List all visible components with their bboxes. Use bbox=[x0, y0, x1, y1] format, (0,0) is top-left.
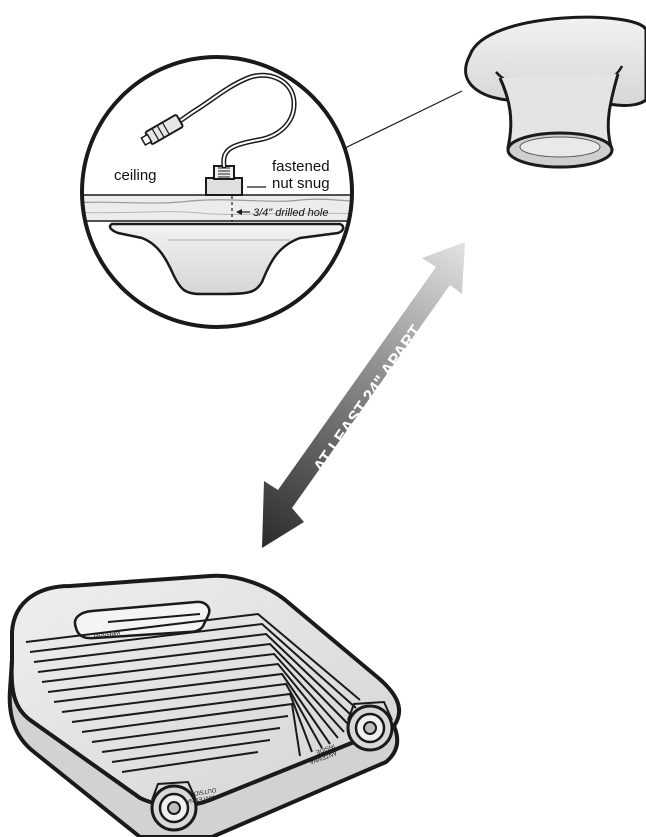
fastened-label-line2: nut snug bbox=[272, 175, 330, 192]
dome-antenna-icon bbox=[464, 15, 646, 169]
fastened-label-line1: fastened bbox=[272, 158, 330, 175]
separation-label: AT LEAST 24" APART bbox=[310, 321, 426, 476]
drilled-hole-label: 3/4" drilled hole bbox=[253, 207, 328, 219]
callout-leader-line bbox=[344, 90, 463, 149]
outside-antenna-port bbox=[150, 780, 198, 832]
heat-sink-fins bbox=[25, 612, 361, 773]
brand-logo-text: weBoost bbox=[93, 629, 121, 638]
inside-antenna-port bbox=[346, 700, 394, 752]
signal-booster-icon: weBoost OUTSIDE ANTENNA bbox=[7, 573, 402, 837]
magnified-installation-detail: ceiling fastened nut snug 3/4" drilled h… bbox=[80, 55, 354, 329]
ceiling-label: ceiling bbox=[114, 167, 157, 184]
fastened-nut bbox=[205, 177, 243, 196]
outside-port-label-1: OUTSIDE bbox=[189, 786, 216, 797]
cable-connector bbox=[140, 114, 184, 146]
antenna-base-under-ceiling bbox=[108, 222, 345, 296]
outside-port-label-2: ANTENNA bbox=[185, 793, 214, 804]
